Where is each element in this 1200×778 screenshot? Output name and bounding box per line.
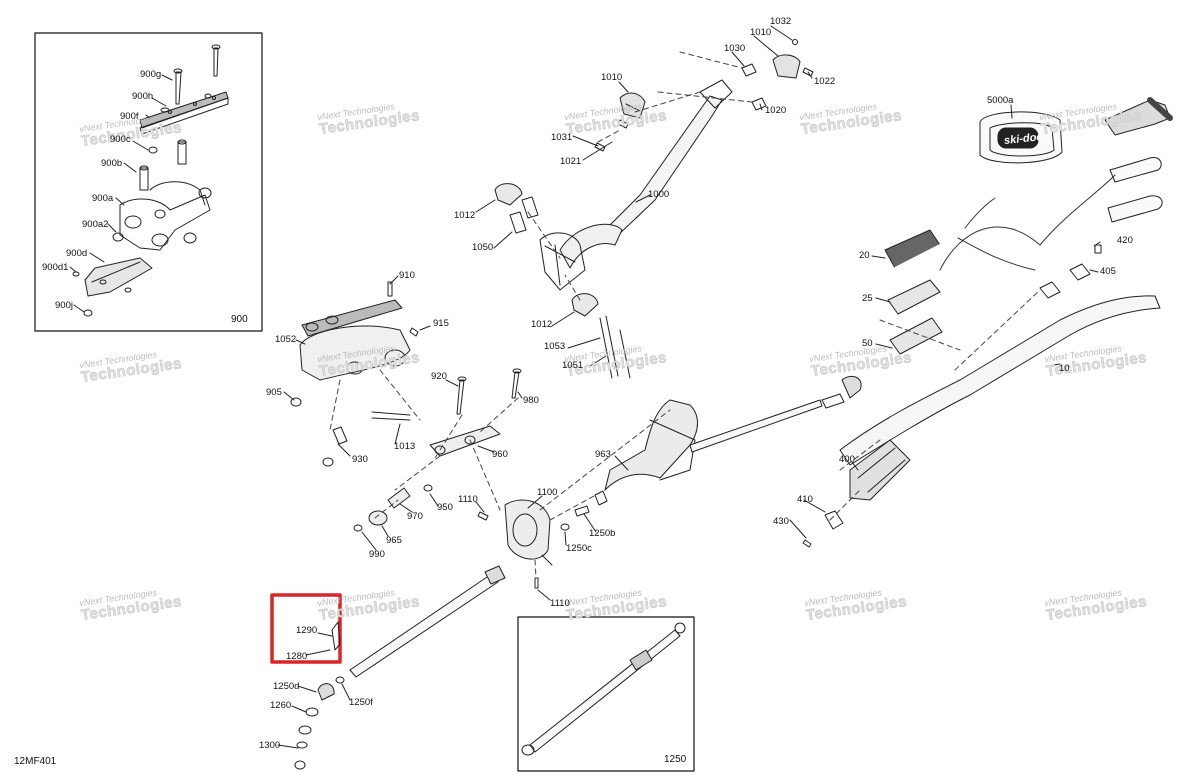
callout-920[interactable]: 920 [431,371,447,382]
callout-900j[interactable]: 900j [55,300,73,311]
callout-910[interactable]: 910 [399,270,415,281]
steering-column-group [475,25,814,379]
callout-10[interactable]: 10 [1059,363,1070,374]
callout-900h[interactable]: 900h [132,91,154,102]
callout-1110[interactable]: 1110 [458,494,478,505]
callout-420[interactable]: 420 [1117,235,1133,246]
callout-900d1[interactable]: 900d1 [42,262,69,273]
inset-900-label: 900 [231,314,248,325]
callout-970[interactable]: 970 [407,511,423,522]
callout-990[interactable]: 990 [369,549,385,560]
inset-1250-parts [521,622,686,756]
callout-1000[interactable]: 1000 [648,189,670,200]
callout-1250c[interactable]: 1250c [566,543,592,554]
callout-1012[interactable]: 1012 [454,210,476,221]
callout-405[interactable]: 405 [1100,266,1116,277]
callout-410[interactable]: 410 [797,494,813,505]
callout-1020[interactable]: 1020 [765,105,787,116]
inset-900-frame [34,32,263,332]
callout-1013[interactable]: 1013 [394,441,416,452]
callout-400[interactable]: 400 [839,454,855,465]
callout-915[interactable]: 915 [433,318,449,329]
callout-965[interactable]: 965 [386,535,402,546]
callout-20[interactable]: 20 [859,250,870,261]
callout-25[interactable]: 25 [862,293,873,304]
callout-1260[interactable]: 1260 [270,700,292,711]
callout-50[interactable]: 50 [862,338,873,349]
callout-900f[interactable]: 900f [120,111,139,122]
callout-1290[interactable]: 1290 [296,625,318,636]
callout-1100[interactable]: 1100 [537,487,558,498]
callout-1010[interactable]: 1010 [601,72,623,83]
callout-900c[interactable]: 900c [110,134,131,145]
callout-1032[interactable]: 1032 [770,16,792,27]
callout-950[interactable]: 950 [437,502,453,513]
callout-900d[interactable]: 900d [66,248,88,259]
callout-1021[interactable]: 1021 [560,156,582,167]
callout-1012[interactable]: 1012 [531,319,553,330]
callout-1110[interactable]: 1110 [550,598,570,609]
callout-963[interactable]: 963 [595,449,611,460]
callout-1030[interactable]: 1030 [724,43,746,54]
callout-1250b[interactable]: 1250b [589,528,616,539]
callout-1250d[interactable]: 1250d [273,681,300,692]
callout-930[interactable]: 930 [352,454,368,465]
callout-900a2[interactable]: 900a2 [82,219,109,230]
callout-980[interactable]: 980 [523,395,539,406]
callout-430[interactable]: 430 [773,516,789,527]
callout-960[interactable]: 960 [492,449,508,460]
linkage-group [277,275,862,770]
document-reference: 12MF401 [14,756,57,767]
callout-900a[interactable]: 900a [92,193,114,204]
inset-1250-frame [517,616,695,772]
inset-900-parts [69,44,229,317]
callout-1053[interactable]: 1053 [544,341,566,352]
callout-1050[interactable]: 1050 [472,242,494,253]
callout-1022[interactable]: 1022 [814,76,836,87]
callout-1051[interactable]: 1051 [562,360,584,371]
callout-1031[interactable]: 1031 [551,132,573,143]
callout-1250f[interactable]: 1250f [349,697,373,708]
callout-1052[interactable]: 1052 [275,334,297,345]
callout-900g[interactable]: 900g [140,69,162,80]
callout-1300[interactable]: 1300 [259,740,281,751]
callout-1010[interactable]: 1010 [750,27,772,38]
callout-900b[interactable]: 900b [101,158,123,169]
highlight-box [270,593,342,664]
callout-1280[interactable]: 1280 [286,651,308,662]
callout-905[interactable]: 905 [266,387,282,398]
callout-5000a[interactable]: 5000a [987,95,1014,106]
handlebar-group [789,97,1173,548]
inset-1250-label: 1250 [664,754,687,765]
